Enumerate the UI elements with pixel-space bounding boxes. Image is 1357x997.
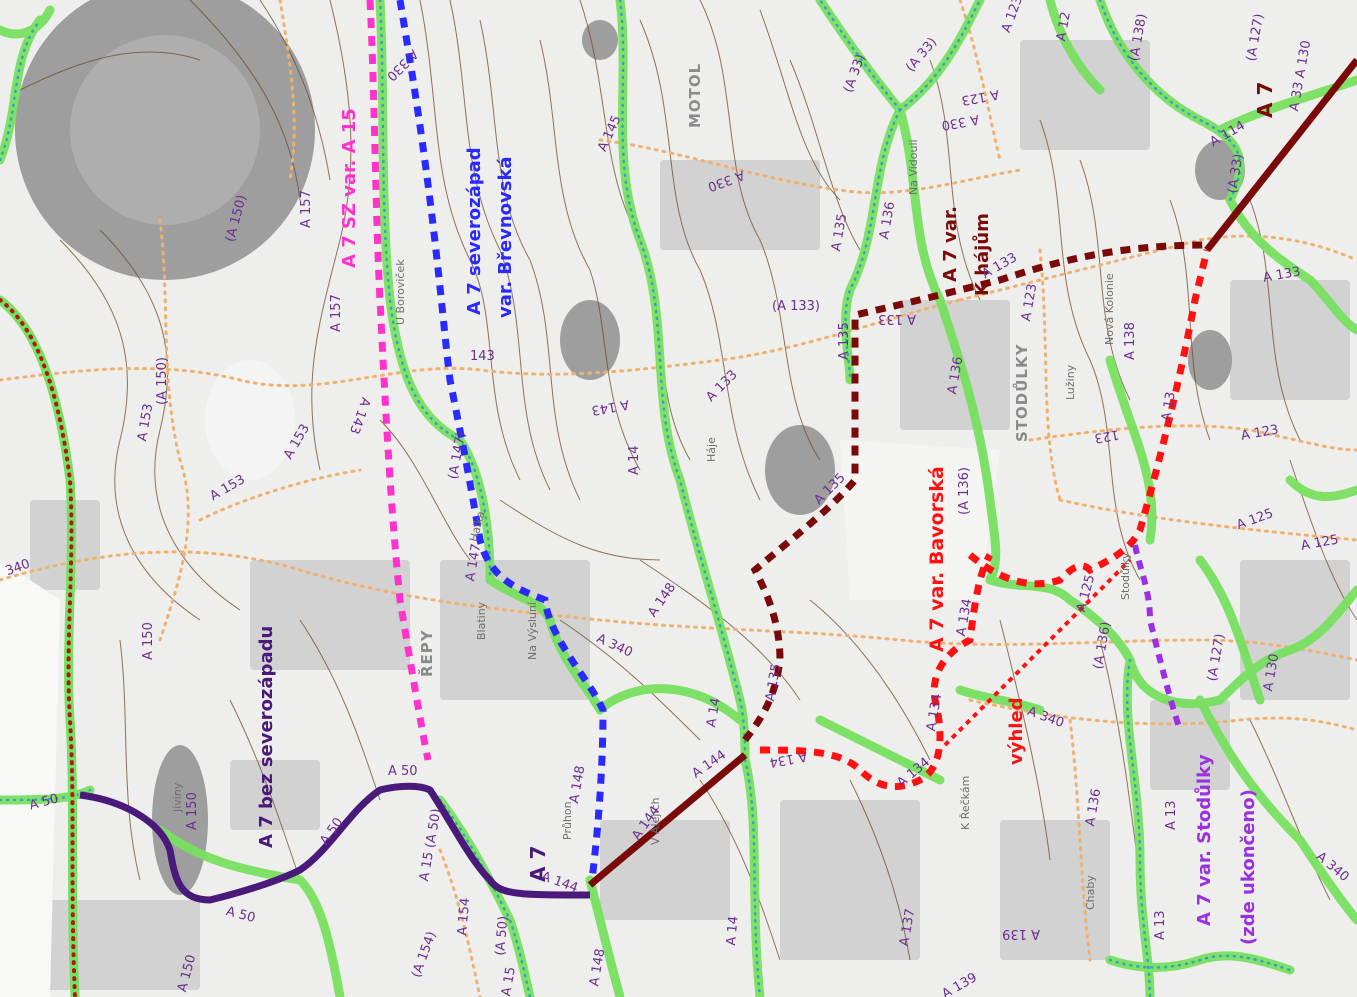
street-jiviny: Jiviny: [171, 782, 184, 812]
route-a7-top-right[interactable]: [1204, 57, 1357, 253]
label-a7-stodulky: A 7 var. Stodůlky: [1194, 754, 1215, 926]
route-a7-main[interactable]: [587, 752, 748, 888]
left-edge-route: [0, 295, 80, 997]
ref-a150-lower: A 150: [185, 792, 200, 830]
district-repy: ŘEPY: [418, 629, 436, 677]
ref-a139-1: A 139: [1002, 926, 1040, 941]
ref-a150-left: A 150: [141, 622, 156, 660]
street-k-reckam: K Řečkám: [959, 775, 972, 830]
label-vyhled: výhled: [1006, 697, 1027, 765]
ref-a157-1: A 157: [299, 190, 314, 228]
ref-a133-1: A 133: [878, 311, 916, 326]
label-k-hajum: K hájům: [972, 213, 993, 296]
route-vyhled[interactable]: [943, 558, 1132, 747]
route-a7-stodulky[interactable]: [1132, 544, 1183, 731]
contour-lines: [19, 0, 1357, 961]
label-a7-bez: A 7 bez severozápadu: [256, 625, 277, 848]
street-chaby: Chaby: [1084, 875, 1097, 910]
route-a7-bez-severozapadu[interactable]: [79, 782, 591, 904]
street-na-vysluni: Na Výsluní: [526, 602, 539, 660]
ref-a150-paren2: (A 150): [155, 357, 170, 405]
street-haje: Háje: [705, 437, 718, 462]
street-luzky: Lužiny: [1064, 364, 1077, 400]
label-var-brevnovska: var. Břevnovská: [495, 156, 516, 318]
street-u-boroviek: U Boroviček: [394, 259, 407, 325]
label-a7-top-right: A 7: [1253, 81, 1277, 118]
ref-a157-2: A 157: [329, 294, 344, 332]
ref-a138: A 138: [1123, 322, 1138, 360]
building-areas: [20, 40, 1350, 990]
ref-a50-paren: (A 50): [493, 915, 512, 957]
ref-a50-near: A 50: [388, 764, 418, 779]
label-a7-sz-a15: A 7 SZ var. A 15: [339, 108, 360, 268]
street-stodulky: Stodůlky: [1119, 552, 1132, 600]
route-a7-k-hajum[interactable]: [742, 241, 1208, 743]
ref-a143-1: 143: [470, 349, 495, 364]
label-a7-var: A 7 var.: [940, 205, 961, 282]
ref-a14-1: A 14: [627, 445, 642, 475]
street-nova-kolonie: Nová Kolonie: [1103, 273, 1116, 345]
label-a7-bavorska: A 7 var. Bavorská: [926, 466, 948, 652]
route-a7-severozapad[interactable]: [396, 0, 607, 881]
ref-a133-paren: (A 133): [772, 299, 820, 314]
street-pruhon: Průhon: [561, 801, 574, 840]
ref-a14-3: A 14: [724, 915, 742, 947]
label-a7-severozapad: A 7 severozápad: [464, 147, 485, 315]
district-motol: MOTOL: [686, 62, 704, 128]
ref-a13-2: A 13: [1164, 800, 1179, 830]
ref-a136-paren: (A 136): [957, 467, 972, 515]
ref-a154: A 154: [455, 897, 474, 937]
street-na-vidouli: Na Vidouli: [907, 139, 920, 195]
trail-dots: [0, 0, 1292, 997]
district-stodulky: STODŮLKY: [1013, 343, 1031, 442]
street-blatiny: Blatiny: [475, 601, 488, 640]
ref-a13-3: A 13: [1153, 910, 1168, 940]
route-a7-bavorska[interactable]: [759, 553, 994, 791]
ref-a135-2: A 135: [837, 322, 852, 360]
route-a7-bavorska-branch[interactable]: [967, 249, 1211, 588]
label-zde-ukonceno: (zde ukončeno): [1238, 789, 1259, 945]
route-a7-sz-a15[interactable]: [366, 0, 432, 761]
white-areas: [0, 35, 1000, 997]
